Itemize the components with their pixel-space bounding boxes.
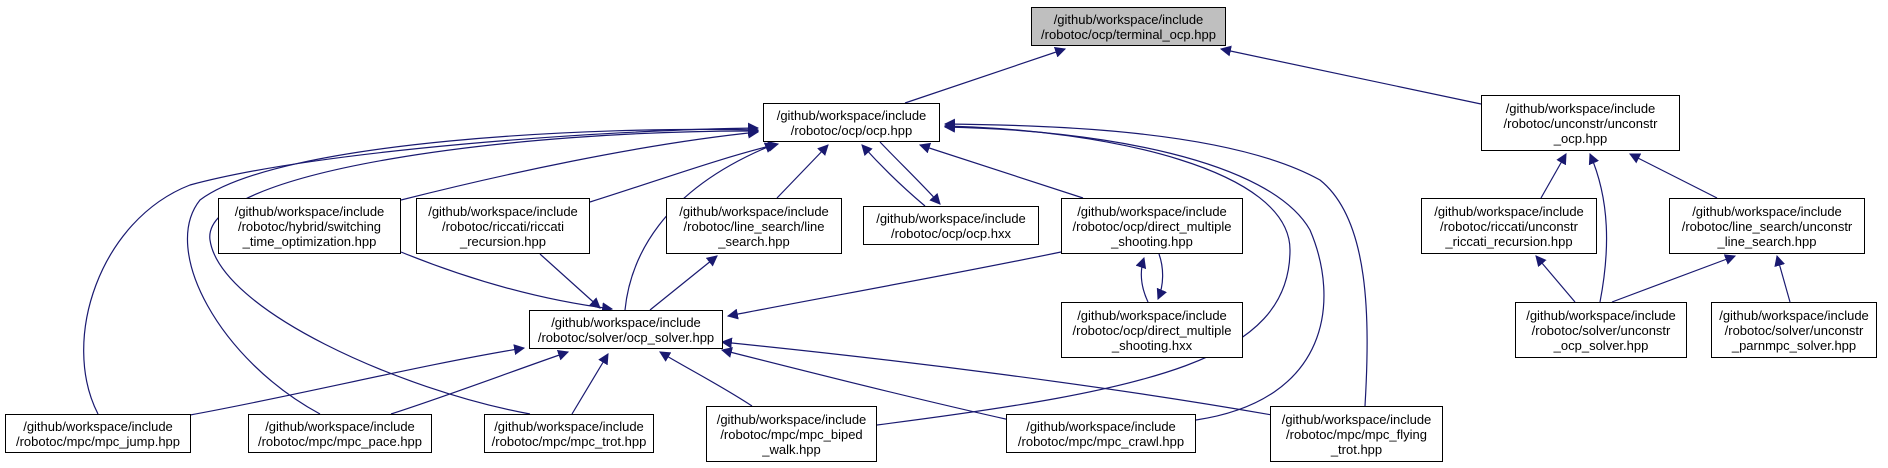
node-mpc-biped-walk[interactable]: /github/workspace/include /robotoc/mpc/m… [706, 406, 877, 462]
node-terminal-ocp[interactable]: /github/workspace/include /robotoc/ocp/t… [1031, 7, 1226, 46]
node-direct-multiple-shooting-hxx[interactable]: /github/workspace/include /robotoc/ocp/d… [1061, 302, 1243, 358]
node-mpc-jump[interactable]: /github/workspace/include /robotoc/mpc/m… [5, 414, 191, 453]
node-unconstr-ocp-solver[interactable]: /github/workspace/include /robotoc/solve… [1515, 302, 1687, 358]
edge-mpc-pace-to-ocp [186, 124, 760, 415]
edge-mpc-biped-walk-to-ocp-solver [659, 351, 753, 407]
node-line-search[interactable]: /github/workspace/include /robotoc/line_… [666, 198, 842, 254]
edge-mpc-biped-walk-to-ocp [876, 120, 1291, 426]
node-mpc-trot[interactable]: /github/workspace/include /robotoc/mpc/m… [484, 414, 654, 453]
edge-mpc-jump-to-ocp [83, 122, 760, 415]
edge-line-search-to-ocp [776, 144, 829, 199]
edge-unconstr-ocp-solver-to-unconstr-line-search [1611, 254, 1737, 303]
node-mpc-pace[interactable]: /github/workspace/include /robotoc/mpc/m… [248, 414, 432, 453]
node-unconstr-riccati-recursion[interactable]: /github/workspace/include /robotoc/ricca… [1421, 198, 1597, 254]
edge-ocp-to-ocp-hxx [879, 141, 941, 205]
edge-unconstr-riccati-to-unconstr-ocp [1540, 153, 1567, 199]
edge-riccati-to-ocp-solver [539, 253, 601, 309]
node-unconstr-line-search[interactable]: /github/workspace/include /robotoc/line_… [1669, 198, 1865, 254]
edge-mpc-flying-trot-to-ocp-solver [720, 337, 1273, 416]
edge-dms-hpp-to-ocp-solver [726, 251, 1062, 320]
node-riccati-recursion[interactable]: /github/workspace/include /robotoc/ricca… [416, 198, 590, 254]
edge-mpc-trot-to-ocp [209, 125, 760, 415]
node-unconstr-parnmpc-solver[interactable]: /github/workspace/include /robotoc/solve… [1711, 302, 1877, 358]
node-mpc-flying-trot[interactable]: /github/workspace/include /robotoc/mpc/m… [1270, 406, 1443, 462]
edge-switching-to-ocp [400, 127, 760, 201]
node-mpc-crawl[interactable]: /github/workspace/include /robotoc/mpc/m… [1006, 414, 1196, 453]
edge-ocp-to-terminal-ocp [904, 46, 1067, 104]
edge-riccati-to-ocp [589, 140, 780, 203]
edge-mpc-trot-to-ocp-solver [571, 353, 609, 415]
edge-unconstr-parnmpc-to-unconstr-line-search [1774, 254, 1791, 303]
edge-ocp-hxx-to-ocp [861, 144, 926, 207]
edge-mpc-flying-trot-to-ocp [943, 118, 1368, 407]
node-ocp[interactable]: /github/workspace/include /robotoc/ocp/o… [763, 103, 940, 142]
node-direct-multiple-shooting-hpp[interactable]: /github/workspace/include /robotoc/ocp/d… [1061, 198, 1243, 254]
node-ocp-solver[interactable]: /github/workspace/include /robotoc/solve… [529, 310, 723, 349]
edge-unconstr-ocp-to-terminal-ocp [1219, 45, 1482, 105]
edge-dms-hxx-to-dms-hpp [1135, 256, 1149, 303]
node-ocp-hxx[interactable]: /github/workspace/include /robotoc/ocp/o… [863, 206, 1039, 245]
edge-ocp-solver-to-ocp [624, 142, 777, 311]
edge-mpc-crawl-to-ocp [943, 121, 1325, 421]
edge-switching-to-ocp-solver [400, 251, 614, 314]
node-switching-time-optimization[interactable]: /github/workspace/include /robotoc/hybri… [218, 198, 401, 254]
edge-mpc-jump-to-ocp-solver [189, 344, 526, 416]
edge-line-search-to-ocp-solver [649, 255, 718, 311]
edge-mpc-crawl-to-ocp-solver [720, 347, 1011, 421]
edge-unconstr-ocp-solver-to-unconstr-ocp [1588, 152, 1608, 303]
edge-unconstr-line-search-to-unconstr-ocp [1629, 153, 1718, 199]
edge-dms-hpp-to-ocp [918, 142, 1084, 199]
edge-mpc-pace-to-ocp-solver [390, 350, 570, 415]
edge-dms-hpp-to-dms-hxx [1156, 253, 1167, 301]
node-unconstr-ocp[interactable]: /github/workspace/include /robotoc/uncon… [1481, 95, 1680, 151]
edge-unconstr-ocp-solver-to-unconstr-riccati [1535, 255, 1576, 303]
